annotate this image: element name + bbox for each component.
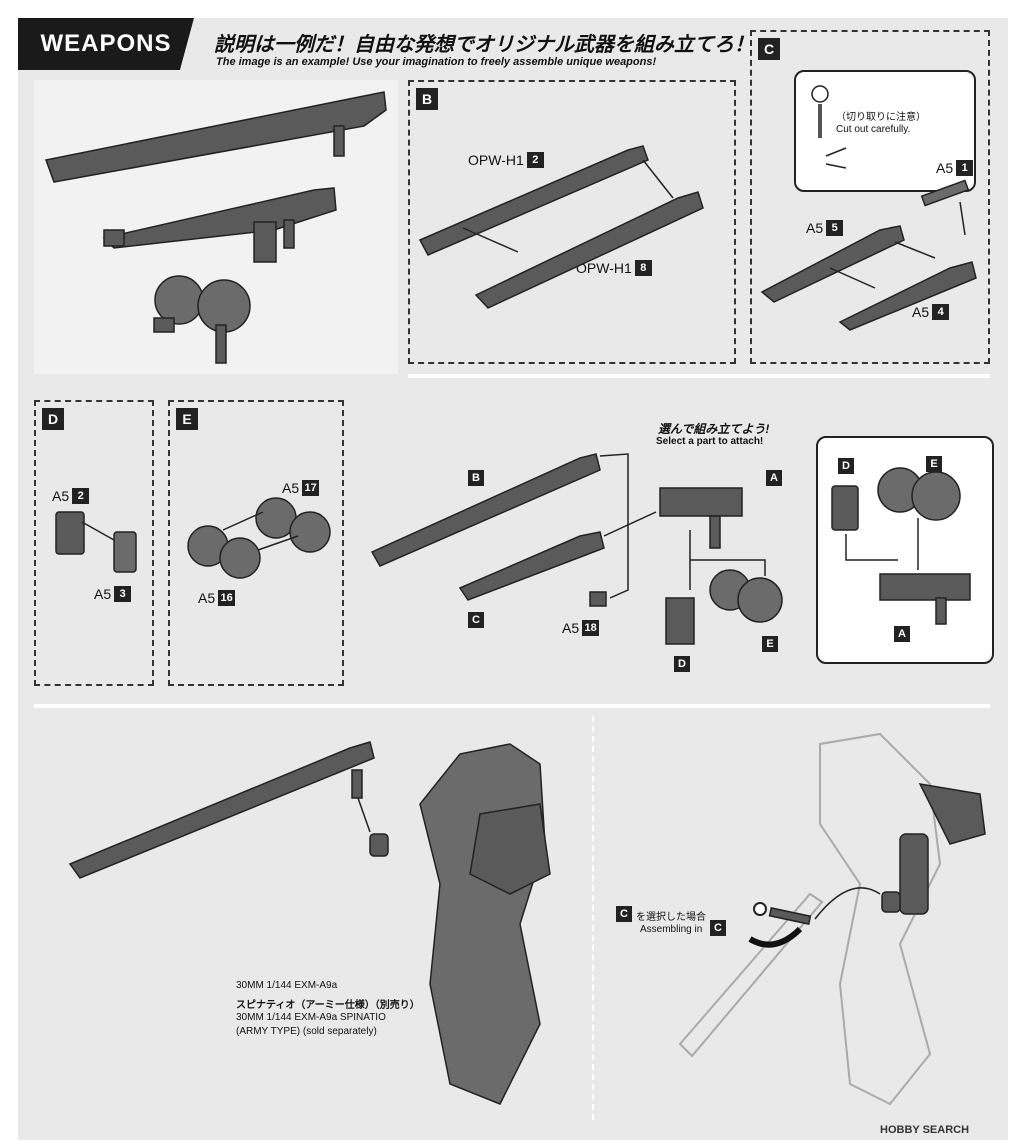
- part-name: A5: [198, 590, 216, 606]
- combine-e-letter: E: [762, 636, 778, 652]
- part-name: OPW-H1: [576, 260, 632, 276]
- combine-a-letter: A: [766, 470, 782, 486]
- part-number: 2: [72, 488, 90, 504]
- panel-d-letter: D: [42, 408, 64, 430]
- panel-d-part-2: A5 2: [52, 488, 90, 504]
- part-name: A5: [936, 160, 954, 176]
- panel-d-diagram: [55, 511, 137, 573]
- callout-e-letter: E: [926, 456, 942, 472]
- panel-c-part-4: A5 4: [912, 304, 950, 320]
- part-number: 8: [634, 260, 652, 276]
- section-divider: [408, 374, 990, 378]
- part-name: A5: [806, 220, 824, 236]
- panel-e-part-17: A5 17: [282, 480, 320, 496]
- bottom-c-en: Assembling in: [640, 924, 703, 935]
- combine-b-letter: B: [468, 470, 484, 486]
- part-number: 18: [582, 620, 600, 636]
- panel-c: [750, 30, 990, 364]
- part-name: OPW-H1: [468, 152, 524, 168]
- part-number: 1: [956, 160, 974, 176]
- bottom-split: [592, 716, 594, 1120]
- part-number: 16: [218, 590, 236, 606]
- cut-note-en: Cut out carefully.: [836, 124, 911, 135]
- callout-a-letter: A: [894, 626, 910, 642]
- example-callout: D E A: [816, 436, 994, 664]
- cut-note-jp: （切り取りに注意）: [836, 112, 926, 123]
- product-jp-line2: スピナティオ（アーミー仕様）（別売り）: [236, 1000, 420, 1011]
- part-number: 3: [114, 586, 132, 602]
- panel-c-part-1: A5 1: [936, 160, 974, 176]
- bottom-c-letter-2: C: [710, 920, 726, 936]
- bottom-right-diagram: [678, 732, 986, 1106]
- panel-c-letter: C: [758, 38, 780, 60]
- panel-b-letter: B: [416, 88, 438, 110]
- part-name: A5: [562, 620, 580, 636]
- panel-b-part-top: OPW-H1 2: [468, 152, 544, 168]
- nipper-icon: [811, 85, 847, 169]
- panel-b-part-bottom: OPW-H1 8: [576, 260, 652, 276]
- select-jp: 選んで組み立てよう!: [658, 422, 770, 436]
- jp-title: 説明は一例だ！自由な発想でオリジナル武器を組み立てろ！: [214, 34, 754, 56]
- bottom-left-diagram: [68, 741, 551, 1105]
- example-weapons-illustration: [44, 91, 387, 364]
- combine-c-letter: C: [468, 612, 484, 628]
- panel-e-letter: E: [176, 408, 198, 430]
- combine-diagram: [370, 453, 783, 645]
- panel-b-diagram: [418, 145, 704, 309]
- panel-e: [168, 400, 344, 686]
- combine-d-letter: D: [674, 656, 690, 672]
- product-en-line2: (ARMY TYPE) (sold separately): [236, 1026, 377, 1037]
- part-number: 5: [826, 220, 844, 236]
- callout-d-letter: D: [838, 458, 854, 474]
- bottom-c-letter: C: [616, 906, 632, 922]
- part-name: A5: [52, 488, 70, 504]
- part-name: A5: [282, 480, 300, 496]
- watermark: HOBBY SEARCH: [880, 1124, 970, 1136]
- part-number: 2: [526, 152, 544, 168]
- product-en-line1: 30MM 1/144 EXM-A9a SPINATIO: [236, 1012, 386, 1023]
- en-subtitle: The image is an example! Use your imagin…: [216, 56, 657, 68]
- bottom-c-jp: を選択した場合: [636, 912, 706, 923]
- panel-d: [34, 400, 154, 686]
- combine-part-18: A5 18: [562, 620, 600, 636]
- product-jp-line1: 30MM 1/144 EXM-A9a: [236, 980, 338, 991]
- bottom-divider: [34, 704, 990, 708]
- panel-e-part-16: A5 16: [198, 590, 236, 606]
- part-name: A5: [912, 304, 930, 320]
- panel-e-diagram: [187, 497, 331, 579]
- example-weapons-photo: [34, 80, 398, 374]
- select-en: Select a part to attach!: [656, 436, 764, 447]
- panel-d-part-3: A5 3: [94, 586, 132, 602]
- section-title: WEAPONS: [18, 18, 194, 70]
- part-number: 4: [932, 304, 950, 320]
- part-name: A5: [94, 586, 112, 602]
- panel-c-diagram: [760, 179, 977, 331]
- panel-b: [408, 80, 736, 364]
- callout-diagram: [831, 467, 971, 625]
- part-number: 17: [302, 480, 320, 496]
- panel-c-part-5: A5 5: [806, 220, 844, 236]
- cut-note-bubble: （切り取りに注意） Cut out carefully.: [794, 70, 976, 192]
